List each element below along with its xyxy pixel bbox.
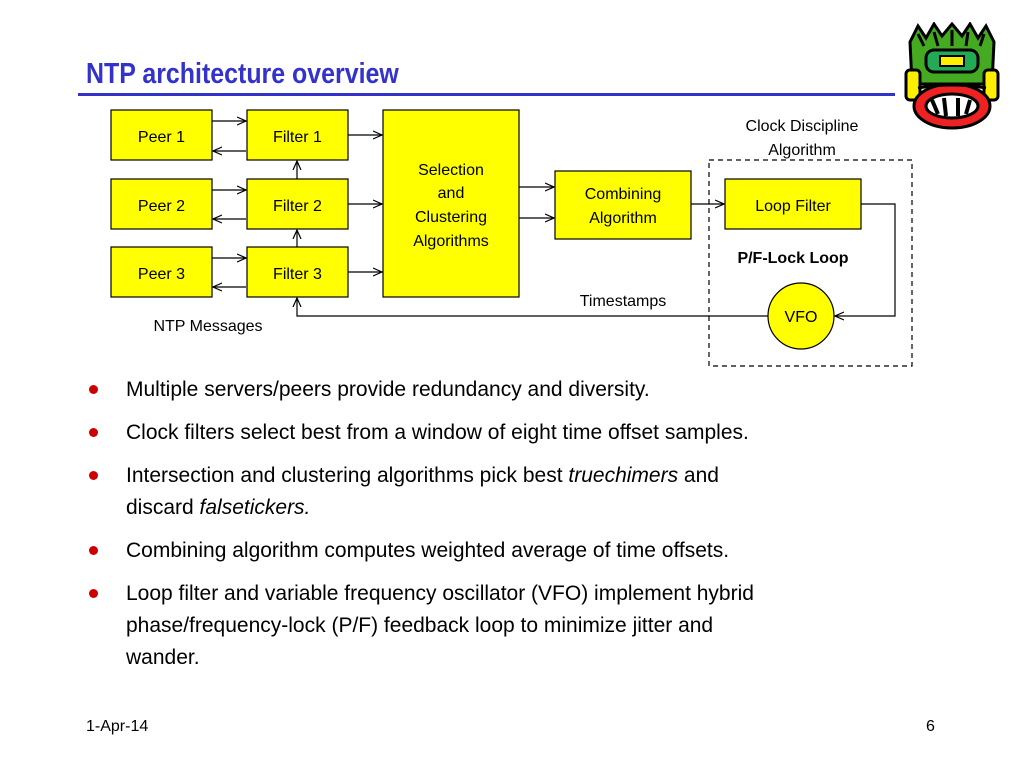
peer-box-2: Peer 2 bbox=[110, 178, 213, 230]
pf-lock-loop-label: P/F-Lock Loop bbox=[737, 250, 848, 267]
filter-label: Filter 3 bbox=[273, 266, 322, 283]
bullet-list: Multiple servers/peers provide redundanc… bbox=[86, 374, 906, 685]
diagram-connectors bbox=[212, 121, 896, 317]
loop-filter-box: Loop Filter bbox=[724, 178, 862, 230]
bullet-dot-icon bbox=[89, 471, 98, 480]
combining-line-1: Combining bbox=[585, 186, 661, 203]
filter-label: Filter 1 bbox=[273, 129, 322, 146]
selection-line-3: Clustering bbox=[415, 209, 487, 226]
clock-discipline-label-2: Algorithm bbox=[768, 142, 836, 159]
peer-box-3: Peer 3 bbox=[110, 246, 213, 298]
combining-algorithm-box: Combining Algorithm bbox=[554, 170, 692, 240]
ntp-messages-label: NTP Messages bbox=[153, 318, 262, 335]
bullet-text: and bbox=[678, 464, 719, 487]
timestamps-label: Timestamps bbox=[580, 293, 667, 310]
clock-discipline-label-1: Clock Discipline bbox=[746, 118, 859, 135]
filter-box-3: Filter 3 bbox=[246, 246, 349, 298]
bullet-text: wander. bbox=[126, 646, 200, 669]
selection-line-4: Algorithms bbox=[413, 233, 489, 250]
page-number: 6 bbox=[926, 718, 935, 735]
filter-box-1: Filter 1 bbox=[246, 109, 349, 161]
selection-clustering-box: Selection and Clustering Algorithms bbox=[382, 109, 520, 298]
bullet-text: phase/frequency-lock (P/F) feedback loop… bbox=[126, 614, 714, 637]
mayan-mask-logo-icon bbox=[904, 22, 1000, 130]
title-underline bbox=[78, 93, 895, 96]
vfo-circle: VFO bbox=[767, 282, 835, 350]
footer-date: 1-Apr-14 bbox=[86, 718, 149, 735]
bullet-dot-icon bbox=[89, 546, 98, 555]
bullet-item: Combining algorithm computes weighted av… bbox=[86, 535, 906, 567]
loop-filter-label: Loop Filter bbox=[755, 198, 831, 215]
filter-box-2: Filter 2 bbox=[246, 178, 349, 230]
bullet-dot-icon bbox=[89, 428, 98, 437]
bullet-emphasis: falsetickers. bbox=[199, 496, 311, 519]
bullet-text: Combining algorithm computes weighted av… bbox=[126, 539, 730, 562]
bullet-text: Multiple servers/peers provide redundanc… bbox=[126, 378, 650, 401]
ntp-architecture-diagram: Peer 1 Peer 2 Peer 3 Filter 1 Filter 2 F… bbox=[110, 109, 913, 367]
bullet-text: Loop filter and variable frequency oscil… bbox=[126, 582, 754, 605]
peer-label: Peer 2 bbox=[138, 198, 185, 215]
peer-label: Peer 1 bbox=[138, 129, 185, 146]
vfo-label: VFO bbox=[785, 309, 818, 326]
clock-discipline-region bbox=[708, 159, 913, 367]
bullet-item: Loop filter and variable frequency oscil… bbox=[86, 578, 906, 674]
bullet-text: Intersection and clustering algorithms p… bbox=[126, 464, 569, 487]
bullet-dot-icon bbox=[89, 385, 98, 394]
peer-label: Peer 3 bbox=[138, 266, 185, 283]
slide-title: NTP architecture overview bbox=[86, 58, 399, 90]
bullet-item: Clock filters select best from a window … bbox=[86, 417, 906, 449]
bullet-text: Clock filters select best from a window … bbox=[126, 421, 749, 444]
arrow-vfo-timestamps bbox=[297, 298, 768, 317]
bullet-item: Multiple servers/peers provide redundanc… bbox=[86, 374, 906, 406]
bullet-text: discard bbox=[126, 496, 200, 519]
selection-line-2: and bbox=[438, 185, 465, 202]
arrow-loop-filter-to-vfo bbox=[835, 203, 896, 316]
combining-line-2: Algorithm bbox=[589, 210, 657, 227]
bullet-item: Intersection and clustering algorithms p… bbox=[86, 460, 906, 524]
selection-line-1: Selection bbox=[418, 162, 484, 179]
bullet-dot-icon bbox=[89, 589, 98, 598]
bullet-emphasis: truechimers bbox=[568, 464, 679, 487]
filter-label: Filter 2 bbox=[273, 198, 322, 215]
peer-box-1: Peer 1 bbox=[110, 109, 213, 161]
